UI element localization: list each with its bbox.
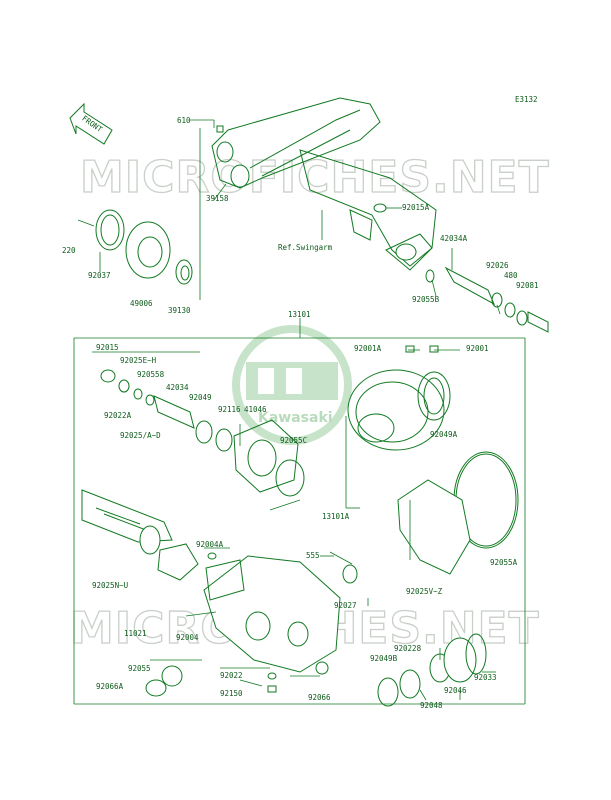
- swingarm-drawing: [211, 97, 437, 271]
- assembly-box: [73, 318, 526, 705]
- label-610: 610: [177, 116, 191, 125]
- label-13101: 13101: [288, 310, 311, 319]
- label-92022a: 92022A: [104, 411, 132, 420]
- label-92116: 92116: [218, 405, 241, 414]
- label-92048: 92048: [420, 701, 443, 710]
- top-right-parts: [373, 203, 549, 333]
- label-92037: 92037: [88, 271, 111, 280]
- label-92066: 92066: [308, 693, 331, 702]
- label-92150: 92150: [220, 689, 243, 698]
- label-92015: 92015: [96, 343, 119, 352]
- inner-leader-lines: [92, 351, 496, 701]
- top-left-parts: [77, 209, 193, 285]
- label-42034a: 42034A: [440, 234, 468, 243]
- label-92066a: 92066A: [96, 682, 124, 691]
- label-ref-swingarm: Ref.Swingarm: [278, 243, 333, 252]
- bearing-group: [377, 633, 487, 707]
- label-92025a-d: 92025/A~D: [120, 431, 161, 440]
- logo-text: Kawasaki: [258, 410, 333, 426]
- kawasaki-logo: Kawasaki: [232, 325, 352, 445]
- label-92025e-h: 92025E~H: [120, 356, 157, 365]
- ring-gear-group: [345, 345, 519, 575]
- label-92055a: 92055A: [490, 558, 518, 567]
- label-92001: 92001: [466, 344, 489, 353]
- label-92049b: 92049B: [370, 654, 398, 663]
- label-92033: 92033: [474, 673, 497, 682]
- label-42034: 42034: [166, 383, 189, 392]
- label-92025v-z: 92025V~Z: [406, 587, 443, 596]
- label-92055b: 92055B: [412, 295, 440, 304]
- label-49006: 49006: [130, 299, 153, 308]
- label-92004: 92004: [176, 633, 199, 642]
- label-92055: 92055: [128, 664, 151, 673]
- front-arrow-icon: FRONT: [69, 102, 113, 145]
- label-920228: 920228: [394, 644, 422, 653]
- label-92081: 92081: [516, 281, 539, 290]
- label-92015a: 92015A: [402, 203, 430, 212]
- label-92027: 92027: [334, 601, 357, 610]
- label-92022: 92022: [220, 671, 243, 680]
- label-11021: 11021: [124, 629, 147, 638]
- pinion-group: [81, 369, 305, 581]
- label-41046: 41046: [244, 405, 267, 414]
- watermark-top: MICROFICHES.NET: [80, 152, 550, 203]
- label-480: 480: [504, 271, 518, 280]
- housing-group: [145, 551, 358, 697]
- label-92055c: 92055C: [280, 436, 307, 445]
- label-920558: 920558: [137, 370, 165, 379]
- label-39158: 39158: [206, 194, 229, 203]
- label-92046: 92046: [444, 686, 467, 695]
- label-13101a: 13101A: [322, 512, 350, 521]
- label-92001a: 92001A: [354, 344, 382, 353]
- label-555: 555: [306, 551, 320, 560]
- label-92049: 92049: [189, 393, 212, 402]
- label-92049a: 92049A: [430, 430, 458, 439]
- top-leader-lines: [99, 119, 501, 315]
- label-92025n-u: 92025N~U: [92, 581, 128, 590]
- label-92026: 92026: [486, 261, 509, 270]
- label-220: 220: [62, 246, 76, 255]
- label-92004a: 92004A: [196, 540, 224, 549]
- label-39130: 39130: [168, 306, 191, 315]
- diagram-code: E3132: [515, 95, 538, 104]
